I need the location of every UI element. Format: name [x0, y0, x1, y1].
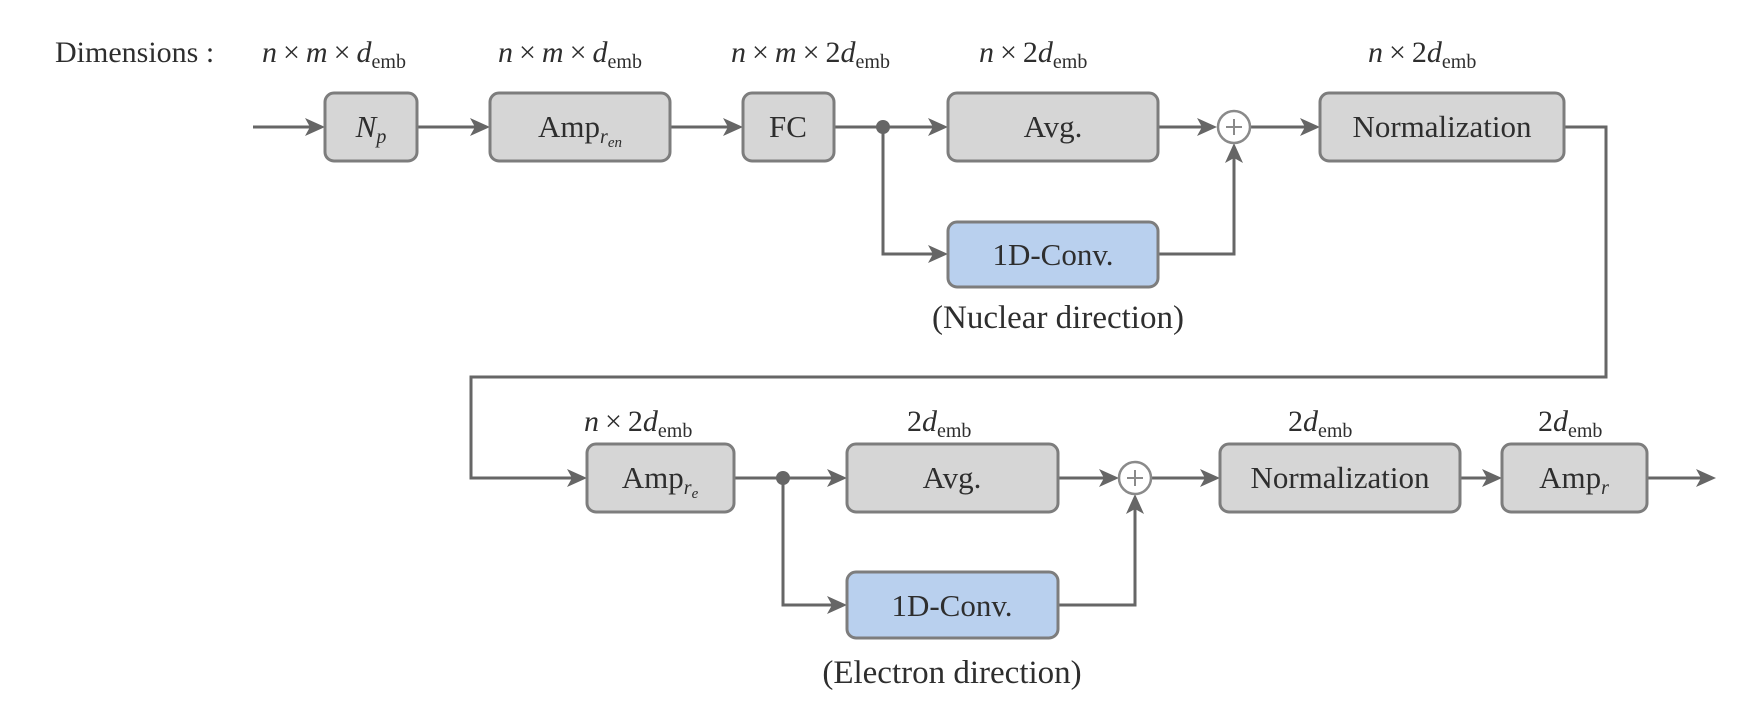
wire-branch-to-conv — [881, 127, 934, 256]
wire-conv-to-sum — [1158, 156, 1236, 256]
svg-text:FC: FC — [769, 109, 807, 144]
dimension-label-norm: n×2demb — [1368, 36, 1476, 73]
block-avg-bottom: Avg. — [845, 442, 1060, 514]
dimension-label-avg-bottom: 2demb — [907, 405, 971, 442]
caption-nuclear-direction: (Nuclear direction) — [932, 300, 1184, 336]
svg-text:Normalization: Normalization — [1250, 460, 1430, 495]
svg-text:Ampre: Ampre — [622, 460, 699, 502]
wire-branch-to-conv-bottom — [781, 478, 833, 607]
output-arrow-icon — [1696, 469, 1716, 487]
svg-text:Ampren: Ampren — [538, 109, 622, 151]
sum-node-top — [1216, 109, 1252, 145]
block-amp-r: Ampr — [1500, 442, 1649, 514]
arrow-into-amp-re-icon — [567, 469, 587, 487]
svg-text:Avg.: Avg. — [1024, 109, 1083, 144]
svg-text:Ampr: Ampr — [1539, 460, 1609, 499]
block-fc: FC — [741, 91, 836, 163]
caption-electron-direction: (Electron direction) — [822, 655, 1081, 691]
arrow-up-into-sum-bottom-icon — [1126, 494, 1144, 514]
arrow-into-fc-icon — [723, 118, 743, 136]
wire-conv-to-sum-bottom — [1058, 507, 1137, 607]
arrow-up-into-sum-icon — [1225, 143, 1243, 163]
dimension-label-amp-re: n×2demb — [584, 405, 692, 442]
svg-text:n×2demb: n×2demb — [584, 405, 692, 442]
arrow-into-sum-icon — [1197, 118, 1217, 136]
svg-text:n×2demb: n×2demb — [1368, 36, 1476, 73]
dimension-label-np: n×m×demb — [498, 36, 642, 73]
arrow-into-norm-icon — [1300, 118, 1320, 136]
block-conv-electron: 1D-Conv. — [845, 570, 1060, 640]
block-normalization-top: Normalization — [1318, 91, 1566, 163]
arrow-into-conv-bottom-icon — [827, 596, 847, 614]
svg-text:Np: Np — [355, 109, 387, 148]
svg-text:n×m×2demb: n×m×2demb — [731, 36, 890, 73]
arrow-into-avg-bottom-icon — [827, 469, 847, 487]
dimensions-prefix: Dimensions : — [55, 36, 214, 69]
top-row-wires — [253, 118, 1608, 487]
svg-text:1D-Conv.: 1D-Conv. — [992, 237, 1113, 272]
svg-text:1D-Conv.: 1D-Conv. — [891, 588, 1012, 623]
block-avg-top: Avg. — [946, 91, 1160, 163]
arrow-into-amp-ren-icon — [470, 118, 490, 136]
block-amp-re: Ampre — [585, 442, 736, 514]
svg-text:Normalization: Normalization — [1352, 109, 1532, 144]
arrow-into-conv-icon — [928, 245, 948, 263]
block-amp-ren: Ampren — [488, 91, 672, 163]
svg-text:n×m×demb: n×m×demb — [498, 36, 642, 73]
svg-text:2demb: 2demb — [907, 405, 971, 442]
svg-text:n×2demb: n×2demb — [979, 36, 1087, 73]
svg-text:Avg.: Avg. — [923, 460, 982, 495]
block-conv-nuclear: 1D-Conv. — [946, 220, 1160, 289]
wire-norm-to-bottom-row — [469, 125, 1608, 480]
svg-text:n×m×demb: n×m×demb — [262, 36, 406, 73]
arrow-into-amp-r-icon — [1482, 469, 1502, 487]
dimension-label-fc: n×m×2demb — [731, 36, 890, 73]
bottom-row-wires — [734, 469, 1716, 614]
svg-text:2demb: 2demb — [1288, 405, 1352, 442]
svg-text:2demb: 2demb — [1538, 405, 1602, 442]
arrow-into-avg-icon — [928, 118, 948, 136]
arrow-into-sum-bottom-icon — [1099, 469, 1119, 487]
dimension-label-input: n×m×demb — [262, 36, 406, 73]
dimension-label-norm-bottom: 2demb — [1288, 405, 1352, 442]
sum-node-bottom — [1117, 460, 1153, 496]
arrow-into-norm-bottom-icon — [1200, 469, 1220, 487]
dimension-label-amp-r: 2demb — [1538, 405, 1602, 442]
dimension-label-avg: n×2demb — [979, 36, 1087, 73]
block-np: Np — [323, 91, 419, 163]
block-normalization-bottom: Normalization — [1218, 442, 1462, 514]
arrow-into-np-icon — [305, 118, 325, 136]
